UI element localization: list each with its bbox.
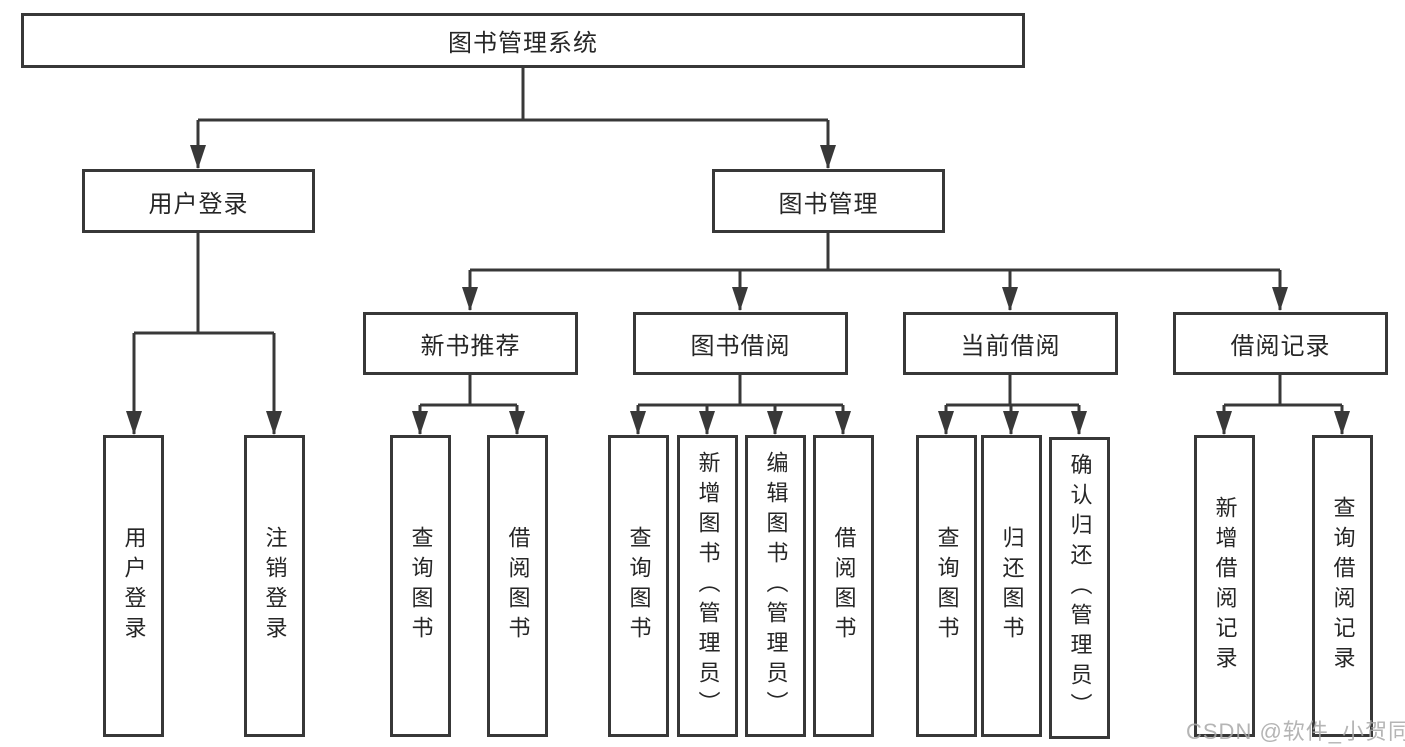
leaf-user-login: 用户登录 xyxy=(103,435,164,737)
leaf-borrow-borrow-book: 借阅图书 xyxy=(813,435,874,737)
leaf-borrow-edit-book-admin: 编辑图书（管理员） xyxy=(745,435,806,737)
leaf-current-confirm-return-admin: 确认归还（管理员） xyxy=(1049,437,1110,739)
node-current-borrow: 当前借阅 xyxy=(903,312,1118,375)
leaf-borrow-add-book-admin: 新增图书（管理员） xyxy=(677,435,738,737)
node-book-borrow: 图书借阅 xyxy=(633,312,848,375)
leaf-borrow-query-book: 查询图书 xyxy=(608,435,669,737)
node-borrow-records: 借阅记录 xyxy=(1173,312,1388,375)
node-library-management-system: 图书管理系统 xyxy=(21,13,1025,68)
csdn-watermark: CSDN @软件_小贺同学 xyxy=(1186,719,1405,744)
leaf-recommend-borrow-book: 借阅图书 xyxy=(487,435,548,737)
leaf-recommend-query-book: 查询图书 xyxy=(390,435,451,737)
leaf-records-add-record: 新增借阅记录 xyxy=(1194,435,1255,737)
leaf-current-return-book: 归还图书 xyxy=(981,435,1042,737)
leaf-logout-login: 注销登录 xyxy=(244,435,305,737)
node-new-book-recommend: 新书推荐 xyxy=(363,312,578,375)
leaf-records-query-record: 查询借阅记录 xyxy=(1312,435,1373,737)
node-book-management: 图书管理 xyxy=(712,169,945,233)
leaf-current-query-book: 查询图书 xyxy=(916,435,977,737)
node-user-login: 用户登录 xyxy=(82,169,315,233)
